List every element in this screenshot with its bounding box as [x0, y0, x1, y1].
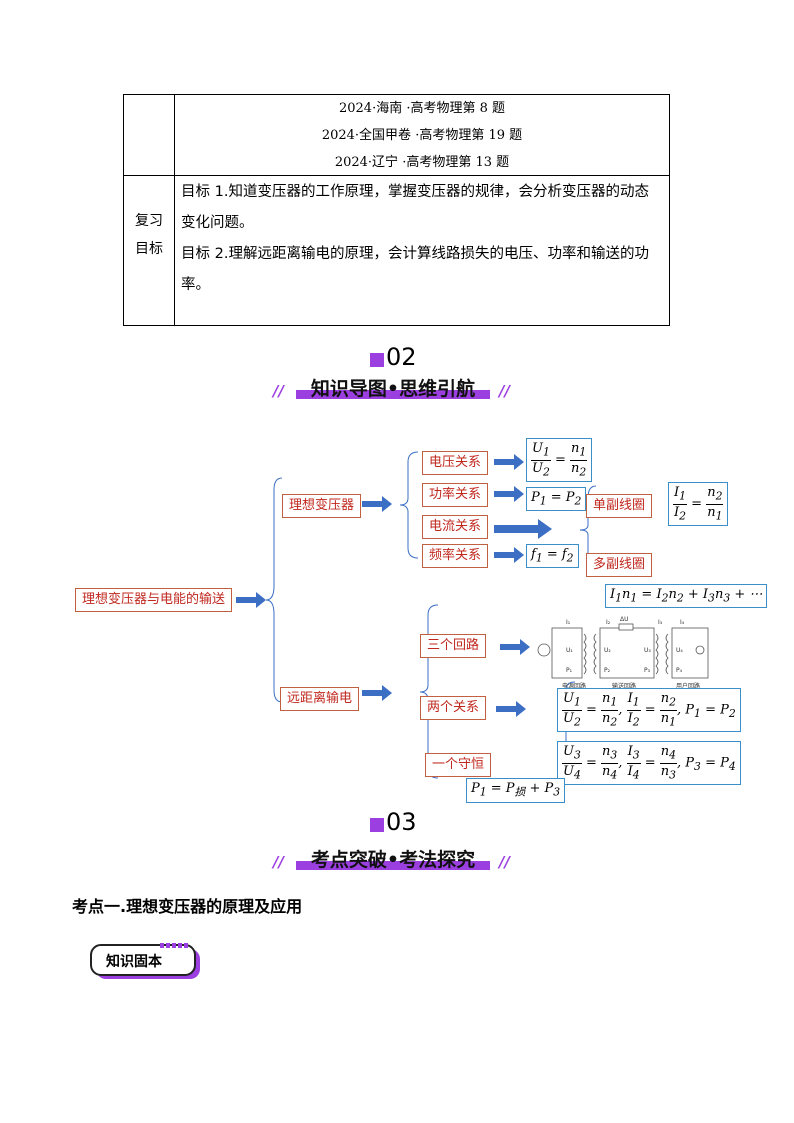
- svg-text:U₂: U₂: [604, 647, 611, 654]
- svg-text:I₂: I₂: [606, 619, 611, 626]
- svg-text:P₄: P₄: [676, 667, 683, 674]
- formula-current-multi: I1n1 = I2n2 + I3n3 + ⋯: [605, 584, 768, 608]
- svg-text:U₄: U₄: [676, 647, 683, 654]
- section-number: 03: [370, 808, 417, 836]
- formula-frequency: f1 = f2: [526, 544, 579, 568]
- svg-text:I₁: I₁: [566, 619, 571, 626]
- mindmap-root: 理想变压器与电能的输送: [75, 588, 233, 612]
- circuit-label-2: 输送回路: [612, 682, 636, 690]
- formula-power: P1 = P2: [526, 487, 587, 511]
- svg-text:U₁: U₁: [566, 647, 573, 654]
- table-hline: [124, 175, 669, 176]
- node-two-relations: 两个关系: [420, 696, 487, 720]
- circuit-label-1: 电源回路: [562, 682, 586, 690]
- formula-conservation: P1 = P损 + P3: [466, 778, 566, 803]
- slash-decor: //: [273, 853, 284, 871]
- slash-decor: //: [499, 853, 510, 871]
- section-title: 考点突破•考法探究: [290, 845, 496, 872]
- section-title: 知识导图•思维引航: [290, 374, 496, 401]
- table-vline: [174, 95, 175, 325]
- node-power-relation: 功率关系: [422, 483, 489, 507]
- review-label-2: 目标: [135, 241, 163, 257]
- branch-long-distance: 远距离输电: [280, 687, 360, 711]
- circuit-label-3: 用户回路: [676, 682, 700, 690]
- node-single-coil: 单副线圈: [586, 494, 653, 518]
- kaodian-heading: 考点一.理想变压器的原理及应用: [72, 897, 303, 916]
- svg-text:U₃: U₃: [644, 647, 651, 654]
- svg-text:P₁: P₁: [566, 667, 573, 674]
- node-three-loops: 三个回路: [420, 634, 487, 658]
- node-frequency-relation: 频率关系: [422, 544, 489, 568]
- slash-decor: //: [273, 382, 284, 400]
- goal-2: 目标 2.理解远距离输电的原理，会计算线路损失的电压、功率和输送的功率。: [181, 246, 649, 293]
- source-item: 2024·海南 ·高考物理第 8 题: [338, 101, 506, 116]
- svg-text:ΔU: ΔU: [620, 616, 629, 623]
- source-item: 2024·全国甲卷 ·高考物理第 19 题: [321, 128, 523, 143]
- svg-text:I₃: I₃: [658, 619, 663, 626]
- node-multi-coil: 多副线圈: [586, 553, 653, 577]
- section-number: 02: [370, 343, 417, 371]
- source-item: 2024·辽宁 ·高考物理第 13 题: [334, 155, 510, 170]
- review-table: 2024·海南 ·高考物理第 8 题 2024·全国甲卷 ·高考物理第 19 题…: [123, 94, 670, 326]
- node-voltage-relation: 电压关系: [422, 451, 489, 475]
- svg-text:P₂: P₂: [604, 667, 611, 674]
- goal-1: 目标 1.知道变压器的工作原理，掌握变压器的规律，会分析变压器的动态变化问题。: [181, 184, 649, 231]
- review-label-1: 复习: [135, 213, 163, 229]
- svg-text:P₃: P₃: [644, 667, 651, 674]
- knowledge-badge: 知识固本: [90, 943, 202, 979]
- branch-ideal-transformer: 理想变压器: [282, 494, 362, 518]
- goals: 目标 1.知道变压器的工作原理，掌握变压器的规律，会分析变压器的动态变化问题。 …: [181, 177, 661, 301]
- node-current-relation: 电流关系: [422, 515, 489, 539]
- svg-text:I₄: I₄: [680, 619, 685, 626]
- node-one-conservation: 一个守恒: [425, 753, 492, 777]
- slash-decor: //: [499, 382, 510, 400]
- badge-label: 知识固本: [106, 954, 162, 970]
